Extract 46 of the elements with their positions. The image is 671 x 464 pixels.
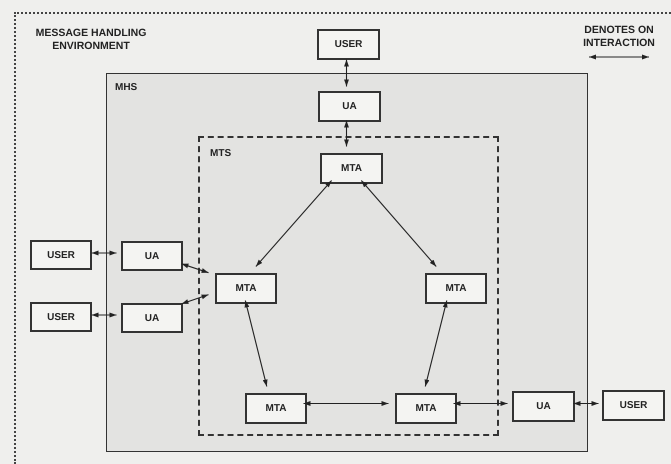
system-boundary [106, 73, 588, 452]
boundary-label: MHS [115, 82, 138, 93]
agent-box [512, 391, 575, 422]
box-label: MTA [341, 163, 362, 174]
interaction-arrow [344, 60, 349, 86]
interaction-arrow [92, 312, 116, 318]
interaction-arrow [574, 401, 598, 406]
interaction-arrow [255, 180, 332, 267]
agent-box [121, 303, 183, 333]
interaction-arrow [92, 250, 116, 256]
box-label: MTA [416, 403, 436, 414]
interaction-arrow [244, 300, 268, 387]
agent-box [318, 91, 381, 122]
agent-box [121, 241, 183, 271]
transfer-system-boundary [198, 136, 499, 436]
agent-box [425, 273, 487, 304]
interaction-arrow [304, 401, 388, 406]
box-label: USER [47, 250, 75, 260]
box-label: UA [144, 250, 160, 262]
box-label: USER [334, 39, 362, 50]
agent-box [215, 273, 277, 304]
environment-boundary [14, 12, 671, 464]
box-label: UA [536, 401, 551, 412]
box-label: USER [47, 312, 75, 322]
box-label: UA [144, 312, 160, 324]
agent-box [30, 302, 92, 332]
agent-box [30, 240, 92, 270]
boundary-label: MTS [210, 148, 232, 159]
box-label: MTA [266, 403, 286, 414]
interaction-arrow [360, 180, 437, 267]
interaction-arrow [424, 300, 448, 387]
interaction-arrow [181, 294, 209, 304]
box-label: UA [342, 101, 357, 112]
boundary-label: MESSAGE HANDLING ENVIRONMENT [34, 27, 148, 52]
box-label: MTA [446, 283, 466, 294]
interaction-arrow [181, 263, 209, 274]
agent-box [602, 390, 665, 421]
agent-box [245, 393, 307, 424]
interaction-arrow [454, 401, 508, 406]
interaction-arrow [344, 120, 349, 146]
box-label: MTA [236, 283, 256, 294]
agent-box [317, 29, 380, 60]
agent-box [320, 153, 383, 184]
legend-text: DENOTES ON INTERACTION [582, 24, 656, 50]
box-label: USER [620, 400, 648, 411]
agent-box [395, 393, 457, 424]
